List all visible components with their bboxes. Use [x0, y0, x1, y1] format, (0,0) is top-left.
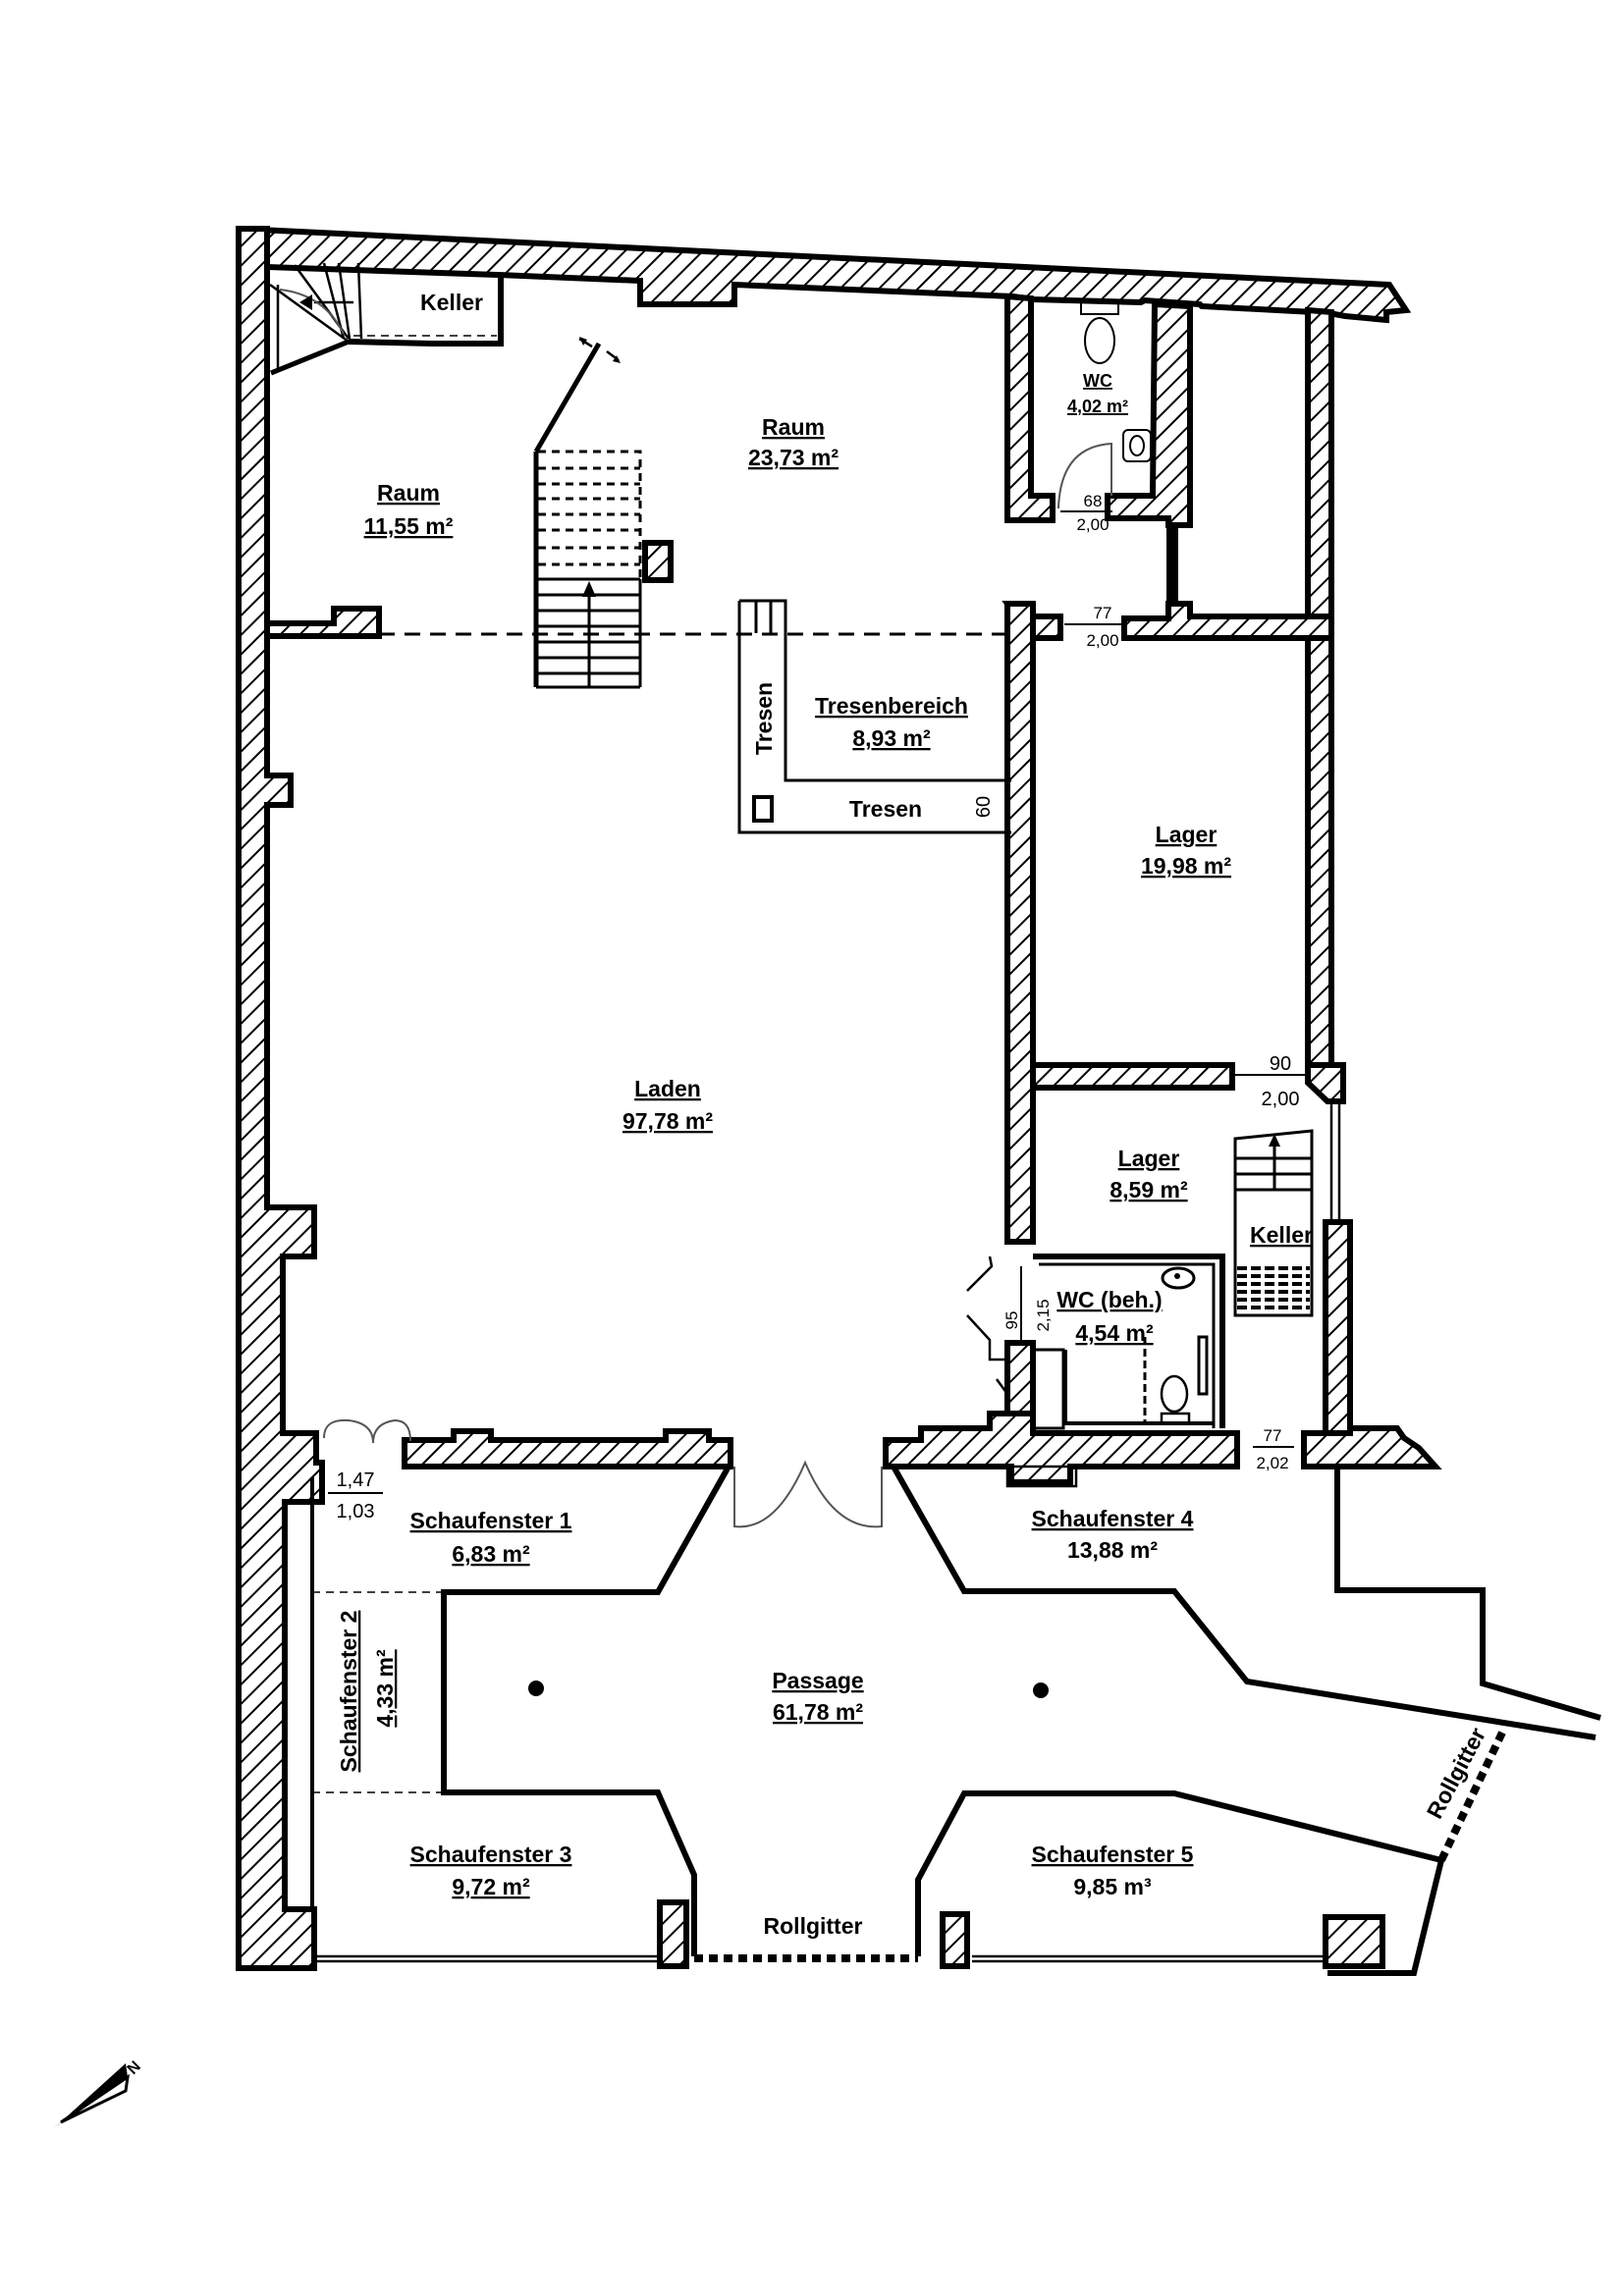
wall-laden-lager [1004, 601, 1036, 1245]
door-height: 2,00 [1262, 1089, 1300, 1110]
room-area: 23,73 m² [748, 445, 839, 470]
front-window-right [972, 1954, 1326, 1963]
front-wall-far-right [1301, 1425, 1442, 1469]
toilet-icon-wc-beh [1160, 1374, 1191, 1425]
schaufenster-5-outline [915, 1790, 1445, 1976]
room-area: 4,02 m² [1067, 397, 1128, 416]
room-name: Lager [1156, 822, 1218, 847]
counter-tresen [737, 599, 1011, 834]
door-width: 77 [1094, 604, 1112, 622]
pillar [642, 540, 674, 583]
column-right [1033, 1682, 1049, 1698]
room-area: 13,88 m² [1067, 1537, 1158, 1563]
door-width: 90 [1270, 1053, 1291, 1075]
counter-label-vertical: Tresen [751, 682, 777, 755]
room-area: 19,98 m² [1141, 853, 1231, 879]
door-width: 95 [1002, 1311, 1021, 1330]
room-name: Schaufenster 1 [410, 1508, 572, 1533]
front-window-left [314, 1954, 660, 1963]
room-name: Laden [634, 1076, 701, 1101]
rollgitter-front-label: Rollgitter [764, 1913, 863, 1939]
counter-depth-label: 60 [973, 796, 995, 818]
room-area: 9,85 m³ [1073, 1874, 1152, 1899]
double-door-center [733, 1460, 883, 1528]
door-height: 2,02 [1256, 1454, 1288, 1472]
room-name: Passage [772, 1668, 863, 1693]
door-width: 77 [1264, 1426, 1282, 1445]
outer-line-right [1334, 1467, 1601, 1721]
wc-door-swing [1057, 442, 1112, 509]
outer-wall-right-lower [1323, 1219, 1353, 1436]
wc-beh-door-swing [966, 1255, 1009, 1395]
wall-lager-right-stub [1305, 1062, 1346, 1104]
lager-top-wall-right [1121, 601, 1334, 641]
wall-lager-separation [1030, 1062, 1235, 1091]
room-name: Keller [1250, 1222, 1313, 1248]
outer-wall-right-top [1305, 306, 1334, 1071]
double-door-left [323, 1418, 411, 1444]
front-wall-right [883, 1411, 1240, 1485]
front-wall-recess [1005, 1465, 1078, 1488]
room-name: Keller [420, 290, 483, 315]
pillar-front-far-right [1323, 1914, 1385, 1969]
wc-beh-inner [1039, 1262, 1216, 1428]
outer-wall-left [236, 226, 325, 1971]
room-area: 97,78 m² [623, 1108, 713, 1134]
column-left [528, 1681, 544, 1696]
keller-box-top-left [348, 275, 504, 347]
room-name: Schaufenster 5 [1032, 1842, 1194, 1867]
wall-thin-black [1166, 525, 1178, 604]
room-name: WC (beh.) [1056, 1287, 1162, 1312]
counter-sink-icon [752, 795, 774, 823]
door-height: 2,00 [1076, 515, 1109, 534]
room-area: 9,72 m² [452, 1874, 530, 1899]
room-area: 61,78 m² [773, 1699, 863, 1725]
sink-icon [1122, 429, 1152, 462]
pillar-front-left [657, 1899, 689, 1969]
room-area: 8,93 m² [852, 725, 931, 751]
toilet-icon [1080, 301, 1119, 364]
room-area: 11,55 m² [364, 513, 454, 539]
stair-keller-right [1233, 1129, 1314, 1317]
room-area: 6,83 m² [452, 1541, 530, 1567]
window-line-right [1329, 1104, 1341, 1222]
room-area: 8,59 m² [1110, 1177, 1188, 1202]
wc-top-walls [1004, 293, 1056, 523]
sink-icon-wc-beh [1161, 1266, 1196, 1290]
washing-machine-icon [1032, 1348, 1065, 1430]
door-height: 2,15 [1034, 1299, 1053, 1331]
room-name: Schaufenster 2 [336, 1611, 361, 1773]
grab-bar [1197, 1335, 1209, 1396]
north-label: N [125, 2058, 144, 2078]
wc-beh-bath-line [1063, 1350, 1214, 1425]
schaufenster-4-outline [891, 1465, 1597, 1740]
room-area: 4,33 m² [372, 1649, 398, 1728]
wc-right-wall [1105, 300, 1193, 528]
door-height: 2,00 [1086, 631, 1118, 650]
wc-beh-box [1033, 1254, 1225, 1428]
door-width: 68 [1084, 492, 1103, 510]
stair-winding-top-left [269, 262, 363, 376]
counter-label-horizontal: Tresen [849, 796, 922, 822]
wall-stub-left [264, 606, 382, 639]
front-wall-left [402, 1428, 733, 1469]
room-area: 4,54 m² [1075, 1320, 1154, 1346]
room-name: Raum [762, 414, 825, 440]
room-name: Tresenbereich [815, 693, 968, 719]
north-arrow-icon [54, 2063, 130, 2128]
room-name: Schaufenster 3 [410, 1842, 572, 1867]
room-name: Raum [377, 480, 440, 506]
room-name: Lager [1118, 1146, 1180, 1171]
door-height: 1,03 [337, 1501, 375, 1522]
outer-wall-top [238, 226, 1412, 324]
rollgitter-side [1437, 1731, 1506, 1862]
pillar-front-right [940, 1911, 970, 1969]
room-name: WC [1083, 371, 1112, 391]
door-width: 1,47 [337, 1469, 375, 1491]
room-name: Schaufenster 4 [1032, 1506, 1194, 1531]
